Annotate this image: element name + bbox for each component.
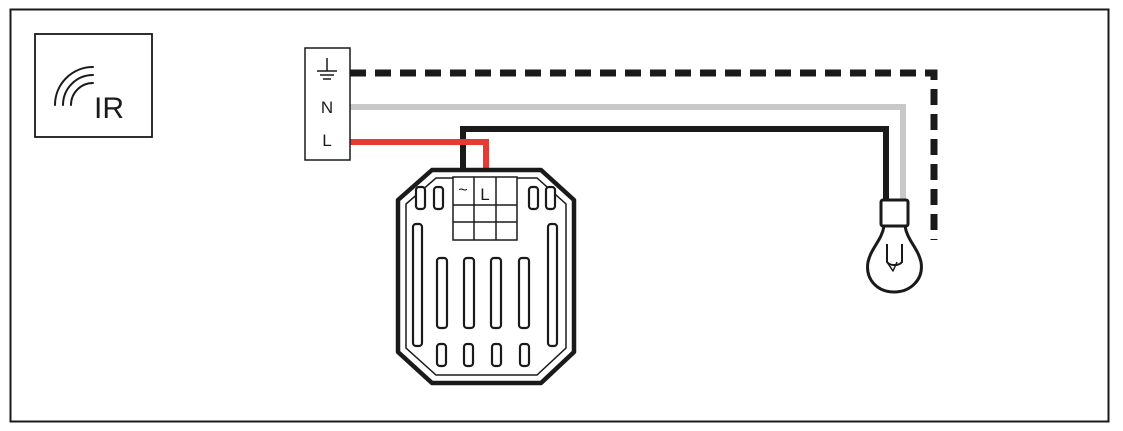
module-bottom-slots: [435, 342, 531, 368]
switch-module: ~ L: [395, 167, 577, 386]
module-live-label: L: [480, 185, 489, 204]
earth-ground-icon: [317, 58, 337, 80]
earth-wire: [350, 69, 938, 240]
infrared-signal-icon: [54, 66, 94, 106]
module-load-symbol: ~: [458, 182, 467, 199]
bulb-socket: [879, 198, 910, 228]
module-side-slots: [411, 222, 559, 348]
wires: [350, 69, 938, 240]
terminal-neutral-label: N: [321, 98, 333, 117]
live-wire: [350, 139, 489, 172]
ir-badge: IR: [34, 33, 153, 138]
switched-live-wire: [460, 126, 889, 208]
terminal-live-label: L: [322, 131, 331, 150]
neutral-wire: [350, 104, 906, 208]
light-bulb-icon: [866, 198, 923, 294]
terminal-block: N L: [304, 47, 351, 161]
bulb-glass: [866, 224, 923, 294]
ir-label: IR: [94, 92, 124, 125]
diagram-frame: [9, 8, 1110, 423]
module-top-slots: [414, 185, 557, 211]
module-vent-slots: [435, 256, 531, 330]
ir-badge-box: [34, 33, 153, 138]
module-body: [395, 167, 577, 386]
module-terminal-grid: ~ L: [452, 176, 518, 241]
